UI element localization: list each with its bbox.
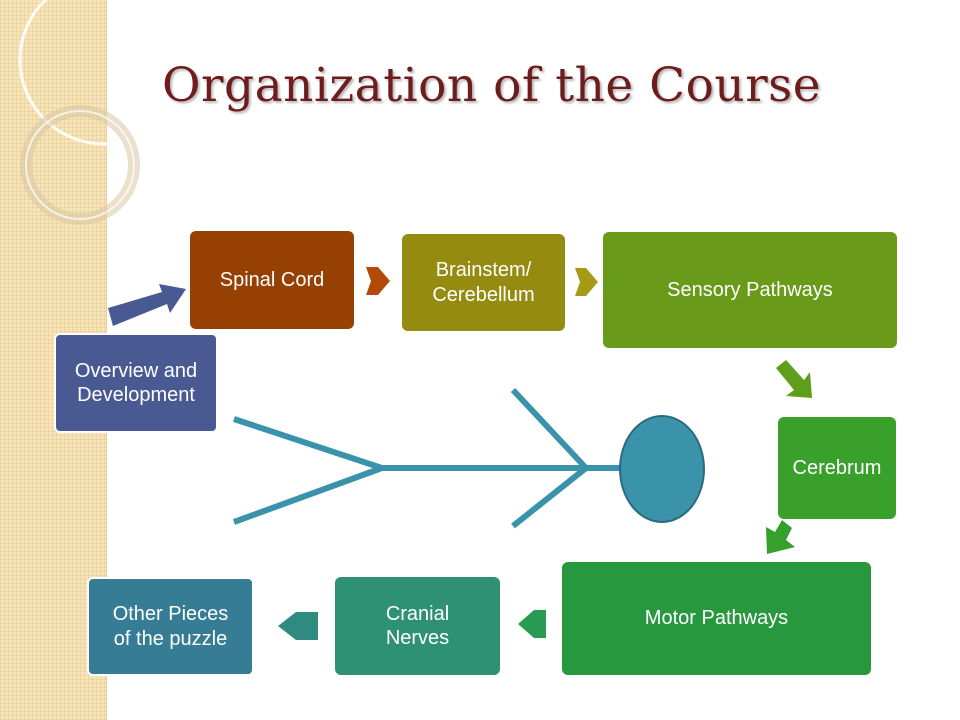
node-motor-label: Motor Pathways — [644, 607, 789, 630]
arrow-sensory-to-cerebrum-icon — [776, 360, 812, 398]
node-cranial-nerves: Cranial Nerves — [335, 577, 500, 675]
node-overview-and-development: Overview and Development — [54, 333, 218, 433]
node-cranial-line-2: Nerves — [385, 627, 450, 649]
node-spinal-label: Spinal Cord — [219, 268, 325, 291]
node-spinal-cord: Spinal Cord — [190, 231, 354, 329]
node-cranial-line-1: Cranial — [385, 602, 450, 625]
node-cerebrum-label: Cerebrum — [792, 456, 882, 479]
forked-arrow-icon — [232, 387, 622, 529]
decorative-circles — [18, 0, 190, 225]
arrow-cranial-to-other-icon — [278, 612, 318, 640]
page-title: Organization of the Course — [162, 58, 822, 113]
node-brain-line-2: Cerebellum — [432, 283, 535, 306]
arrow-cerebrum-to-motor-icon — [766, 520, 795, 554]
node-overview-line-2: Development — [77, 384, 195, 406]
center-circle-icon — [619, 415, 705, 523]
node-brain-line-1: Brainstem/ — [435, 259, 532, 282]
node-overview-line-1: Overview and — [74, 359, 198, 382]
node-brainstem-cerebellum: Brainstem/ Cerebellum — [402, 234, 565, 331]
node-sensory-label: Sensory Pathways — [667, 278, 833, 301]
node-other-line-1: Other Pieces — [112, 603, 229, 626]
node-sensory-pathways: Sensory Pathways — [603, 232, 897, 348]
arrow-brain-to-sensory-icon — [575, 268, 598, 296]
node-other-line-2: of the puzzle — [113, 627, 228, 650]
arrow-overview-to-spinal-icon — [108, 284, 186, 326]
node-motor-pathways: Motor Pathways — [562, 562, 871, 675]
node-cerebrum: Cerebrum — [778, 417, 896, 519]
arrow-spinal-to-brain-icon — [366, 267, 390, 295]
node-other-pieces: Other Pieces of the puzzle — [87, 577, 254, 676]
arrow-motor-to-cranial-icon — [518, 610, 546, 638]
